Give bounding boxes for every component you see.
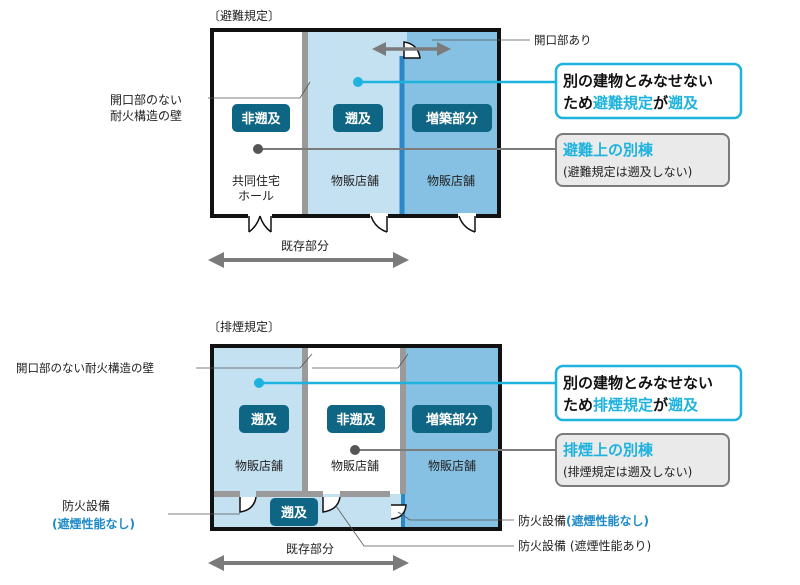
badge-non-retroactive — [232, 104, 290, 132]
fire-equip-right2: 防火設備 (遮煙性能あり) — [518, 538, 651, 553]
fire-equip-left-line1: 防火設備 — [62, 498, 110, 513]
section2-title: 〔排煙規定〕 — [208, 319, 280, 334]
badge-addition — [412, 405, 492, 433]
leader-line — [335, 505, 514, 547]
room-name: 物販店舗 — [331, 459, 379, 473]
badge-text: 増築部分 — [426, 412, 478, 428]
leader-line — [208, 81, 311, 99]
callout-cyan-line2: ため排煙規定が遡及 — [563, 396, 699, 414]
badge-text: 非遡及 — [336, 412, 376, 428]
door-icon — [370, 215, 388, 233]
wall-label-line1: 開口部のない — [110, 92, 182, 107]
callout-gray-sub: (排煙規定は遡及しない) — [563, 464, 692, 479]
fire-equip-right1: 防火設備(遮煙性能なし) — [518, 513, 649, 528]
callout-cyan-line1: 別の建物とみなせない — [562, 374, 713, 392]
section-smoke: 〔排煙規定〕 開口部のない耐火構造の壁 遡及 — [16, 319, 743, 571]
badge-non-retroactive — [327, 405, 385, 433]
room-name: 物販店舗 — [235, 459, 283, 473]
callout-cyan — [554, 62, 743, 120]
callout-gray — [555, 133, 730, 187]
badge-text: 増築部分 — [426, 111, 478, 127]
cyan-dot-icon — [353, 77, 363, 87]
door-icon — [239, 496, 257, 513]
cyan-dot-icon — [254, 378, 264, 388]
callout-gray-key: 避難上の別棟 — [563, 141, 654, 159]
door-gap — [370, 213, 388, 219]
room-name: 物販店舗 — [428, 459, 476, 473]
badge-corridor — [270, 498, 318, 526]
room-name: 物販店舗 — [427, 174, 475, 188]
wall-label-line2: 耐火構造の壁 — [110, 108, 182, 123]
callout-gray — [555, 433, 730, 487]
gray-dot-icon — [350, 445, 360, 455]
callout-cyan-line2: ため避難規定が遡及 — [563, 94, 699, 112]
leader-line — [397, 511, 514, 521]
callout-cyan-line1: 別の建物とみなせない — [562, 72, 713, 90]
leader-line — [299, 353, 313, 369]
badge-text: 遡及 — [251, 412, 278, 428]
room-name: 物販店舗 — [331, 174, 379, 188]
door-icon — [458, 215, 476, 233]
fire-equip-left-line2: (遮煙性能なし) — [52, 516, 135, 531]
callout-gray-key: 排煙上の別棟 — [563, 441, 654, 459]
building-outline — [210, 344, 502, 531]
badge-retroactive — [333, 104, 383, 132]
room-right-fill — [403, 346, 500, 529]
badge-addition — [412, 104, 492, 132]
opening-label: 開口部あり — [534, 33, 592, 47]
section-evacuation: 〔避難規定〕 — [110, 8, 743, 268]
door-icon — [322, 496, 341, 513]
building-outline — [210, 28, 501, 218]
gray-dot-icon — [253, 144, 263, 154]
badge-retroactive — [239, 405, 289, 433]
section1-title: 〔避難規定〕 — [208, 8, 280, 23]
door-icon — [248, 215, 272, 233]
badge-text: 非遡及 — [241, 111, 281, 127]
room-name: 共同住宅 — [232, 173, 280, 188]
badge-text: 遡及 — [281, 505, 308, 521]
callout-gray-sub: (避難規定は遡及しない) — [563, 164, 692, 179]
existing-label: 既存部分 — [281, 238, 329, 253]
badge-text: 遡及 — [345, 111, 372, 127]
room-name: ホール — [238, 189, 274, 203]
door-gap — [458, 213, 476, 219]
callout-cyan — [554, 364, 743, 422]
leader-line — [397, 353, 409, 369]
wall-label: 開口部のない耐火構造の壁 — [16, 361, 154, 375]
existing-label: 既存部分 — [286, 541, 334, 556]
